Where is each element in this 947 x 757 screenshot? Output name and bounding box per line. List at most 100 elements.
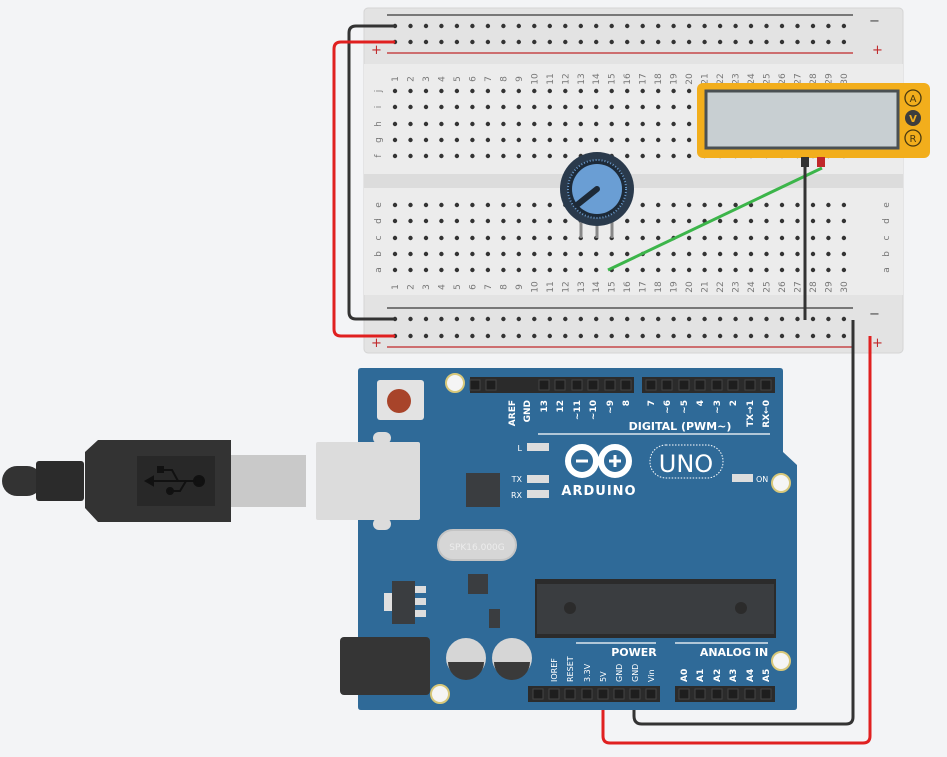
breadboard-hole[interactable] bbox=[516, 235, 521, 241]
breadboard-hole[interactable] bbox=[686, 88, 692, 94]
breadboard-hole[interactable] bbox=[439, 251, 444, 257]
breadboard-hole[interactable] bbox=[733, 23, 738, 29]
breadboard-hole[interactable] bbox=[547, 267, 552, 273]
breadboard-hole[interactable] bbox=[485, 316, 491, 322]
breadboard-hole[interactable] bbox=[563, 235, 568, 241]
breadboard-hole[interactable] bbox=[516, 316, 521, 322]
breadboard-hole[interactable] bbox=[733, 333, 738, 339]
breadboard-hole[interactable] bbox=[826, 267, 831, 273]
breadboard-hole[interactable] bbox=[733, 218, 738, 224]
breadboard-hole[interactable] bbox=[470, 153, 475, 159]
breadboard-hole[interactable] bbox=[392, 121, 398, 127]
breadboard-hole[interactable] bbox=[563, 333, 568, 339]
breadboard-hole[interactable] bbox=[625, 104, 630, 110]
digital-header-2[interactable] bbox=[642, 377, 775, 393]
breadboard-hole[interactable] bbox=[501, 218, 506, 224]
breadboard-hole[interactable] bbox=[578, 267, 583, 273]
breadboard-hole[interactable] bbox=[439, 218, 444, 224]
breadboard-hole[interactable] bbox=[656, 316, 661, 322]
breadboard-hole[interactable] bbox=[578, 39, 583, 45]
breadboard-hole[interactable] bbox=[501, 88, 506, 94]
breadboard-hole[interactable] bbox=[594, 39, 599, 45]
usb-cable[interactable] bbox=[2, 440, 306, 522]
breadboard-hole[interactable] bbox=[439, 333, 444, 339]
header-socket[interactable] bbox=[532, 688, 544, 700]
breadboard-hole[interactable] bbox=[532, 39, 537, 45]
breadboard-hole[interactable] bbox=[609, 137, 614, 143]
breadboard-hole[interactable] bbox=[841, 267, 847, 273]
wire-gnd-to-rail[interactable] bbox=[632, 320, 855, 726]
multimeter[interactable]: A V R bbox=[697, 83, 930, 167]
breadboard-hole[interactable] bbox=[671, 267, 676, 273]
breadboard-hole[interactable] bbox=[609, 316, 614, 322]
breadboard-hole[interactable] bbox=[594, 137, 599, 143]
breadboard-hole[interactable] bbox=[532, 267, 537, 273]
breadboard-hole[interactable] bbox=[516, 104, 521, 110]
breadboard-hole[interactable] bbox=[563, 104, 568, 110]
breadboard-hole[interactable] bbox=[485, 251, 491, 257]
breadboard-hole[interactable] bbox=[408, 121, 413, 127]
breadboard-hole[interactable] bbox=[516, 137, 521, 143]
breadboard-hole[interactable] bbox=[686, 267, 692, 273]
breadboard-hole[interactable] bbox=[841, 218, 847, 224]
header-socket[interactable] bbox=[645, 688, 657, 700]
breadboard-hole[interactable] bbox=[594, 23, 599, 29]
breadboard-hole[interactable] bbox=[516, 267, 521, 273]
breadboard-hole[interactable] bbox=[454, 202, 460, 208]
breadboard-hole[interactable] bbox=[764, 235, 769, 241]
breadboard-hole[interactable] bbox=[501, 316, 506, 322]
breadboard-hole[interactable] bbox=[578, 104, 583, 110]
breadboard-hole[interactable] bbox=[532, 218, 537, 224]
breadboard-hole[interactable] bbox=[454, 104, 460, 110]
breadboard-hole[interactable] bbox=[717, 235, 723, 241]
breadboard-hole[interactable] bbox=[733, 267, 738, 273]
breadboard-hole[interactable] bbox=[423, 267, 429, 273]
power-jack[interactable] bbox=[340, 637, 430, 695]
header-socket[interactable] bbox=[678, 379, 690, 391]
breadboard-hole[interactable] bbox=[717, 23, 723, 29]
breadboard-hole[interactable] bbox=[671, 23, 676, 29]
breadboard-hole[interactable] bbox=[454, 23, 460, 29]
breadboard-hole[interactable] bbox=[625, 137, 630, 143]
breadboard-hole[interactable] bbox=[563, 39, 568, 45]
breadboard-hole[interactable] bbox=[563, 316, 568, 322]
breadboard-hole[interactable] bbox=[423, 153, 429, 159]
breadboard-hole[interactable] bbox=[392, 153, 398, 159]
breadboard-hole[interactable] bbox=[408, 333, 413, 339]
breadboard-hole[interactable] bbox=[795, 235, 800, 241]
wires[interactable] bbox=[332, 24, 872, 745]
breadboard-hole[interactable] bbox=[671, 88, 676, 94]
header-socket[interactable] bbox=[469, 379, 481, 391]
breadboard-hole[interactable] bbox=[516, 23, 521, 29]
breadboard-hole[interactable] bbox=[717, 267, 723, 273]
breadboard-hole[interactable] bbox=[748, 39, 754, 45]
breadboard-hole[interactable] bbox=[826, 316, 831, 322]
breadboard-hole[interactable] bbox=[563, 267, 568, 273]
breadboard-hole[interactable] bbox=[516, 88, 521, 94]
breadboard-hole[interactable] bbox=[795, 333, 800, 339]
breadboard-hole[interactable] bbox=[779, 202, 785, 208]
breadboard-hole[interactable] bbox=[439, 267, 444, 273]
breadboard-hole[interactable] bbox=[485, 137, 491, 143]
breadboard-hole[interactable] bbox=[733, 235, 738, 241]
breadboard-hole[interactable] bbox=[547, 202, 552, 208]
breadboard-hole[interactable] bbox=[470, 267, 475, 273]
breadboard-hole[interactable] bbox=[702, 202, 707, 208]
analog-header[interactable] bbox=[675, 686, 775, 702]
breadboard-hole[interactable] bbox=[748, 251, 754, 257]
breadboard-hole[interactable] bbox=[640, 88, 645, 94]
breadboard-hole[interactable] bbox=[841, 316, 847, 322]
breadboard-hole[interactable] bbox=[563, 153, 568, 159]
breadboard-hole[interactable] bbox=[795, 316, 800, 322]
breadboard-hole[interactable] bbox=[501, 121, 506, 127]
breadboard-hole[interactable] bbox=[779, 218, 785, 224]
mode-button-ammeter[interactable]: A bbox=[904, 89, 922, 107]
breadboard-hole[interactable] bbox=[640, 202, 645, 208]
breadboard-hole[interactable] bbox=[408, 251, 413, 257]
breadboard-hole[interactable] bbox=[671, 202, 676, 208]
breadboard-hole[interactable] bbox=[656, 39, 661, 45]
breadboard-hole[interactable] bbox=[578, 137, 583, 143]
breadboard-hole[interactable] bbox=[485, 218, 491, 224]
breadboard-hole[interactable] bbox=[748, 23, 754, 29]
header-socket[interactable] bbox=[661, 379, 673, 391]
